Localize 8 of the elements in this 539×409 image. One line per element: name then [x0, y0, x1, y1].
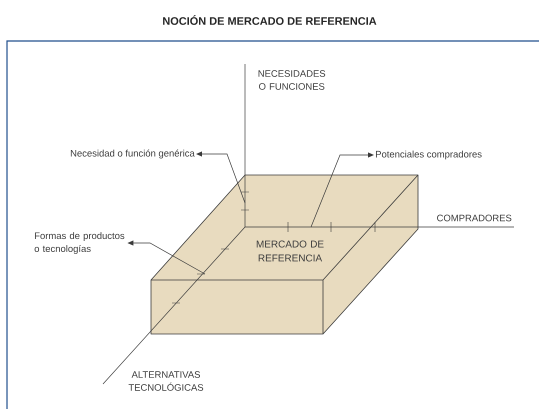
- axis-label: COMPRADORES: [437, 214, 512, 222]
- callout-text: Potenciales compradores: [376, 150, 482, 160]
- callout-text: Formas de productos o tecnologías: [34, 232, 124, 254]
- title: NOCIÓN DE MERCADO DE REFERENCIA: [163, 15, 376, 25]
- market-cuboid: MERCADO DE REFERENCIA: [150, 174, 418, 334]
- callout-text: Necesidad o función genérica: [70, 150, 195, 158]
- axis-label: NECESIDADES O FUNCIONES: [258, 70, 326, 90]
- axis-label: ALTERNATIVAS TECNOLÓGICAS: [128, 371, 204, 391]
